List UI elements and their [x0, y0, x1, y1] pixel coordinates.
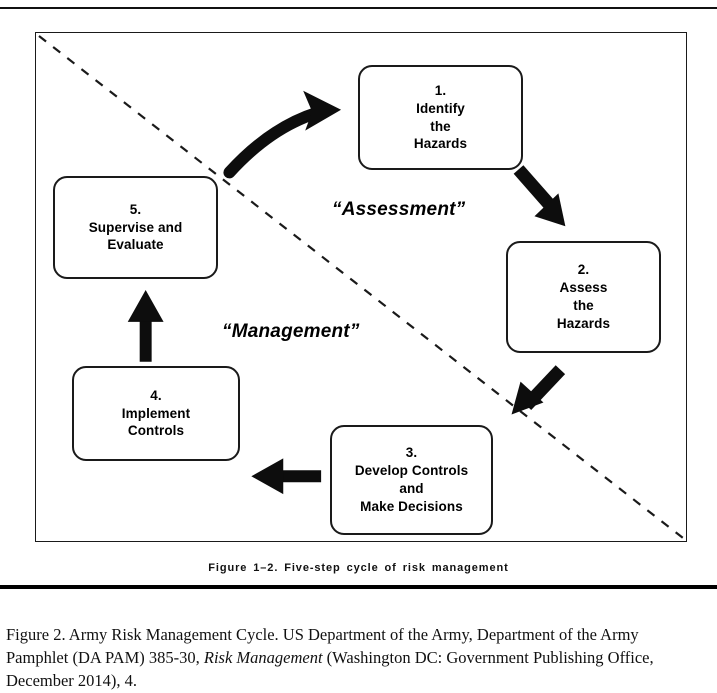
- arrow-2-to-3-icon: [511, 365, 566, 415]
- step-1-line-1: Identify: [416, 100, 465, 116]
- arrow-3-to-4-icon: [251, 458, 322, 495]
- step-3-line-3: Make Decisions: [360, 498, 463, 514]
- step-5-number: 5.: [129, 201, 142, 217]
- top-horizontal-rule: [0, 7, 717, 9]
- step-3-line-1: Develop Controls: [354, 463, 469, 479]
- step-4-number: 4.: [150, 387, 162, 403]
- figure-inner-caption: Figure 1–2. Five-step cycle of risk mana…: [208, 562, 509, 574]
- step-box-4-implement-controls[interactable]: 4. Implement Controls: [72, 366, 240, 461]
- step-2-number: 2.: [577, 262, 590, 278]
- step-1-line-2: the: [430, 118, 451, 134]
- step-box-5-supervise-and-evaluate[interactable]: 5. Supervise and Evaluate: [53, 176, 218, 279]
- step-1-line-3: Hazards: [413, 136, 468, 152]
- step-3-line-2: and: [399, 481, 424, 496]
- figure-frame: 1. Identify the Hazards 2. Assess the Ha…: [35, 32, 687, 542]
- step-4-line-1: Implement: [121, 405, 191, 421]
- step-2-line-3: Hazards: [556, 315, 611, 331]
- bottom-horizontal-rule: [0, 585, 717, 589]
- step-2-line-1: Assess: [559, 280, 608, 296]
- arrow-4-to-5-icon: [127, 289, 164, 362]
- arrow-5-to-1-icon: [223, 90, 342, 179]
- region-label-assessment: “Assessment”: [332, 199, 466, 220]
- caption-text-part-1: Figure 2. Army Risk Management Cycle. US…: [6, 624, 639, 667]
- step-box-3-develop-controls-and-make-decisions[interactable]: 3. Develop Controls and Make Decisions: [330, 425, 493, 535]
- arrow-1-to-2-icon: [513, 165, 566, 227]
- caption-publication-title: Risk Management: [203, 647, 323, 667]
- step-3-number: 3.: [405, 445, 418, 461]
- figure-source-caption: Figure 2. Army Risk Management Cycle. US…: [6, 623, 696, 693]
- step-5-line-1: Supervise and: [88, 219, 183, 235]
- step-1-number: 1.: [434, 82, 447, 98]
- step-5-line-2: Evaluate: [107, 237, 164, 253]
- step-box-1-identify-the-hazards[interactable]: 1. Identify the Hazards: [358, 65, 523, 170]
- region-label-management: “Management”: [222, 321, 360, 342]
- step-box-2-assess-the-hazards[interactable]: 2. Assess the Hazards: [506, 241, 661, 353]
- step-2-line-2: the: [573, 298, 594, 313]
- step-4-line-2: Controls: [127, 423, 185, 439]
